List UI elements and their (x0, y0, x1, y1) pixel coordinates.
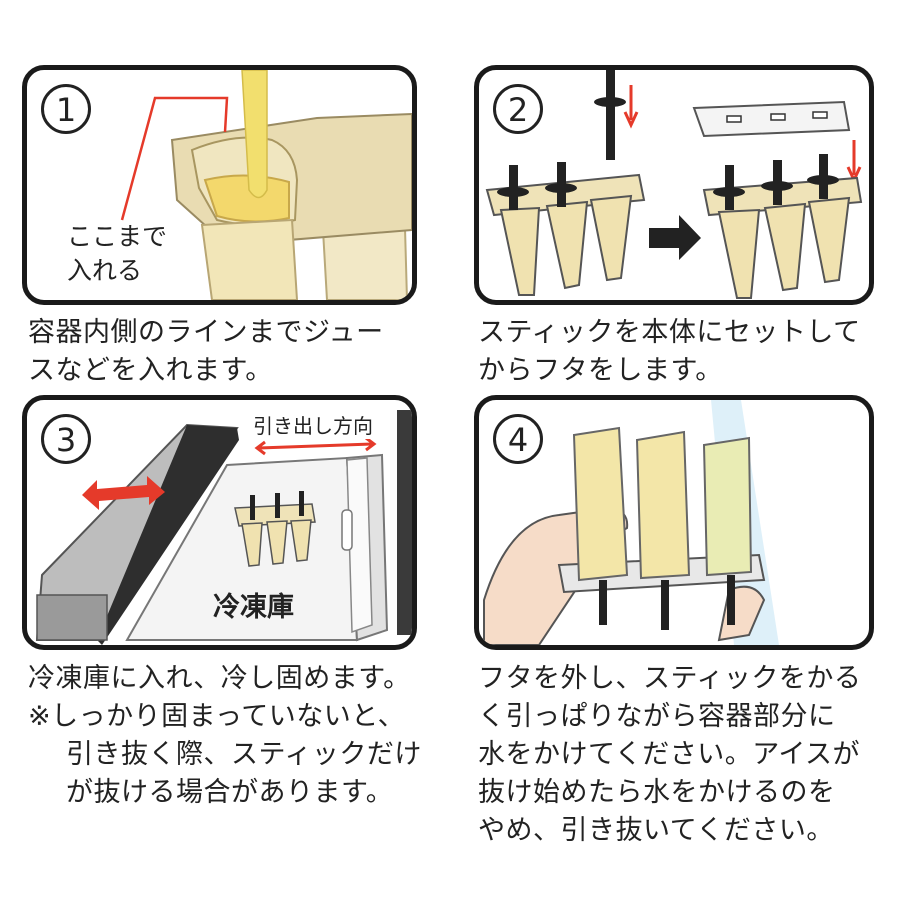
caption-line: 抜け始めたら水をかけるのを (478, 777, 836, 808)
caption-line: スなどを入れます。 (28, 355, 273, 386)
step-3-illustration (35, 410, 412, 645)
callout-line (120, 96, 229, 221)
step-1-illustration (120, 70, 412, 300)
step-2-panel: 2 (474, 65, 874, 305)
pull-direction-arrow-icon (82, 476, 165, 510)
down-arrow-icon (623, 85, 639, 129)
popsicle-mold (234, 491, 316, 567)
mold-right (702, 154, 863, 299)
callout-text: ここまで 入れる (67, 220, 167, 288)
step-4-panel: 4 (474, 395, 874, 650)
caption-line: ※しっかり固まっていないと、 (28, 701, 406, 732)
caption-line: 冷凍庫に入れ、冷し固めます。 (28, 663, 411, 694)
mold-left (485, 162, 646, 296)
callout-line-1: ここまで (67, 222, 168, 251)
caption-line: 水をかけてください。アイスが (478, 739, 861, 770)
step-number-2: 2 (493, 84, 543, 134)
popsicle-2 (635, 430, 691, 580)
callout-line-2: 入れる (67, 256, 143, 285)
step-number-3: 3 (41, 414, 91, 464)
popsicle-1 (572, 426, 629, 582)
caption-line: 引き抜く際、スティックだけ (66, 739, 422, 770)
drawer-direction-arrow-icon (254, 436, 377, 456)
popsicle-3 (702, 436, 753, 577)
step-2-caption: スティックを本体にセットして からフタをします。 (478, 314, 861, 390)
step-number-4: 4 (493, 414, 543, 464)
caption-line: 容器内側のラインまでジュー (28, 317, 384, 348)
freezer-label: 冷凍庫 (213, 592, 294, 623)
step-3-caption: 冷凍庫に入れ、冷し固めます。 ※しっかり固まっていないと、 引き抜く際、スティッ… (28, 660, 422, 812)
caption-line: フタを外し、スティックをかる (478, 663, 862, 694)
down-arrow-icon-2 (846, 140, 862, 184)
step-4-caption: フタを外し、スティックをかる く引っぱりながら容器部分に 水をかけてください。ア… (478, 660, 861, 850)
step-2-illustration (485, 70, 863, 299)
caption-line: スティックを本体にセットして (478, 317, 861, 348)
step-1-caption: 容器内側のラインまでジュー スなどを入れます。 (28, 314, 384, 390)
step-1-panel: 1 ここまで 入れる (22, 65, 417, 305)
step-3-panel: 3 引き出し方向 冷凍庫 (22, 395, 417, 650)
step-number-1: 1 (41, 84, 91, 134)
caption-line: が抜ける場合があります。 (66, 777, 394, 808)
drawer-direction-label: 引き出し方向 (249, 410, 377, 439)
caption-line: く引っぱりながら容器部分に (478, 701, 836, 732)
right-arrow-icon (649, 215, 701, 260)
caption-line: やめ、引き抜いてください。 (478, 815, 834, 846)
step-4-illustration (483, 400, 779, 645)
caption-line: からフタをします。 (478, 355, 723, 386)
